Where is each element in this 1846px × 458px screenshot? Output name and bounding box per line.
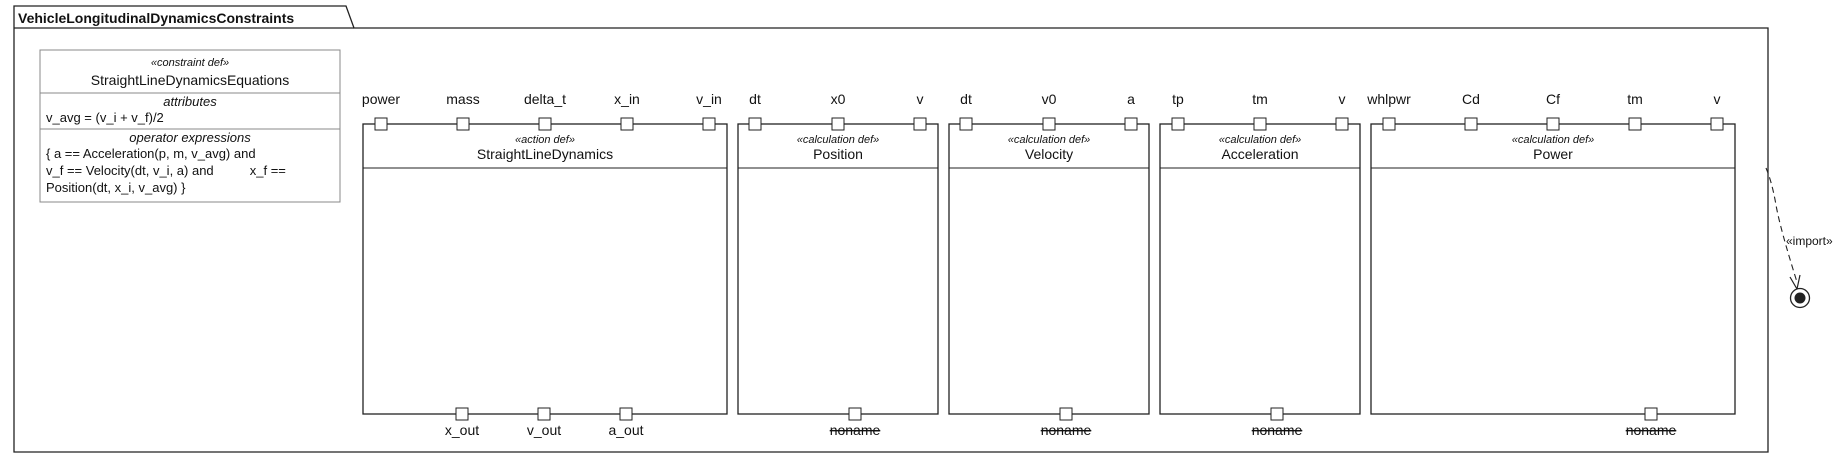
port-x-in[interactable] [620,117,634,131]
power-block[interactable]: «calculation def» Power whlpwr Cd Cf tm … [1366,91,1736,438]
port-v[interactable] [1335,117,1349,131]
port-v-in[interactable] [702,117,716,131]
port-tm[interactable] [1253,117,1267,131]
port-x-out[interactable] [455,407,469,421]
port-label-v0: v0 [1042,91,1057,107]
port-label-tp: tp [1172,91,1184,107]
constraint-def-box[interactable]: «constraint def» StraightLineDynamicsEqu… [39,49,341,203]
port-label-x-out: x_out [445,422,479,438]
port-tp[interactable] [1171,117,1185,131]
port-v0[interactable] [1042,117,1056,131]
port-label-mass: mass [446,91,479,107]
port-noname[interactable] [848,407,862,421]
port-label-noname: noname [830,422,881,438]
port-label-v: v [917,91,924,107]
constraint-def-name: StraightLineDynamicsEquations [91,72,289,88]
constraint-def-stereotype: «constraint def» [151,57,229,69]
acceleration-block[interactable]: «calculation def» Acceleration tp tm v n… [1159,91,1361,438]
port-label-power: power [362,91,400,107]
port-label-noname: noname [1252,422,1303,438]
port-cf[interactable] [1546,117,1560,131]
port-label-v-in: v_in [696,91,722,107]
port-label-x0: x0 [831,91,846,107]
port-label-delta-t: delta_t [524,91,566,107]
port-label-cf: Cf [1546,91,1560,107]
port-noname[interactable] [1644,407,1658,421]
port-a-out[interactable] [619,407,633,421]
block-name: Velocity [1025,146,1073,162]
port-label-dt: dt [749,91,761,107]
import-target-dot-icon [1794,292,1806,304]
port-label-a-out: a_out [608,422,643,438]
block-outline [948,123,1150,415]
port-label-a: a [1127,91,1135,107]
operator-line: { a == Acceleration(p, m, v_avg) and [46,146,256,161]
operators-header: operator expressions [129,130,251,145]
block-stereotype: «action def» [515,134,575,146]
block-outline [1159,123,1361,415]
port-tm[interactable] [1628,117,1642,131]
port-v[interactable] [1710,117,1724,131]
package-title[interactable]: VehicleLongitudinalDynamicsConstraints [18,10,294,26]
port-label-noname: noname [1041,422,1092,438]
port-v-out[interactable] [537,407,551,421]
import-arrow-line [1765,167,1798,283]
import-label: «import» [1786,234,1833,248]
port-label-whlpwr: whlpwr [1366,91,1411,107]
port-label-v-out: v_out [527,422,561,438]
port-noname[interactable] [1270,407,1284,421]
operator-line: v_f == Velocity(dt, v_i, a) and x_f == [46,163,286,178]
straight-line-dynamics-block[interactable]: «action def» StraightLineDynamics power … [362,91,728,438]
block-name: Acceleration [1221,146,1298,162]
port-label-tm: tm [1252,91,1268,107]
attribute-line: v_avg = (v_i + v_f)/2 [46,110,164,125]
port-noname[interactable] [1059,407,1073,421]
port-label-tm: tm [1627,91,1643,107]
port-x0[interactable] [831,117,845,131]
block-outline [737,123,939,415]
attributes-header: attributes [163,94,217,109]
block-name: Position [813,146,863,162]
operator-line: Position(dt, x_i, v_avg) } [46,180,186,195]
block-stereotype: «calculation def» [1219,134,1302,146]
block-stereotype: «calculation def» [1008,134,1091,146]
port-label-x-in: x_in [614,91,640,107]
port-label-v: v [1714,91,1721,107]
block-stereotype: «calculation def» [1512,134,1595,146]
block-stereotype: «calculation def» [797,134,880,146]
port-power[interactable] [374,117,388,131]
block-outline [362,123,728,415]
block-outline [1370,123,1736,415]
port-dt[interactable] [959,117,973,131]
port-v[interactable] [913,117,927,131]
port-cd[interactable] [1464,117,1478,131]
port-label-noname: noname [1626,422,1677,438]
port-dt[interactable] [748,117,762,131]
velocity-block[interactable]: «calculation def» Velocity dt v0 a nonam… [948,91,1150,438]
port-a[interactable] [1124,117,1138,131]
block-name: Power [1533,146,1573,162]
port-label-cd: Cd [1462,91,1480,107]
port-label-v: v [1339,91,1346,107]
constraint-def-outline [39,49,341,203]
port-mass[interactable] [456,117,470,131]
port-label-dt: dt [960,91,972,107]
position-block[interactable]: «calculation def» Position dt x0 v nonam… [737,91,939,438]
port-delta-t[interactable] [538,117,552,131]
import-dependency[interactable]: «import» [1765,167,1833,309]
port-whlpwr[interactable] [1382,117,1396,131]
block-name: StraightLineDynamics [477,146,613,162]
